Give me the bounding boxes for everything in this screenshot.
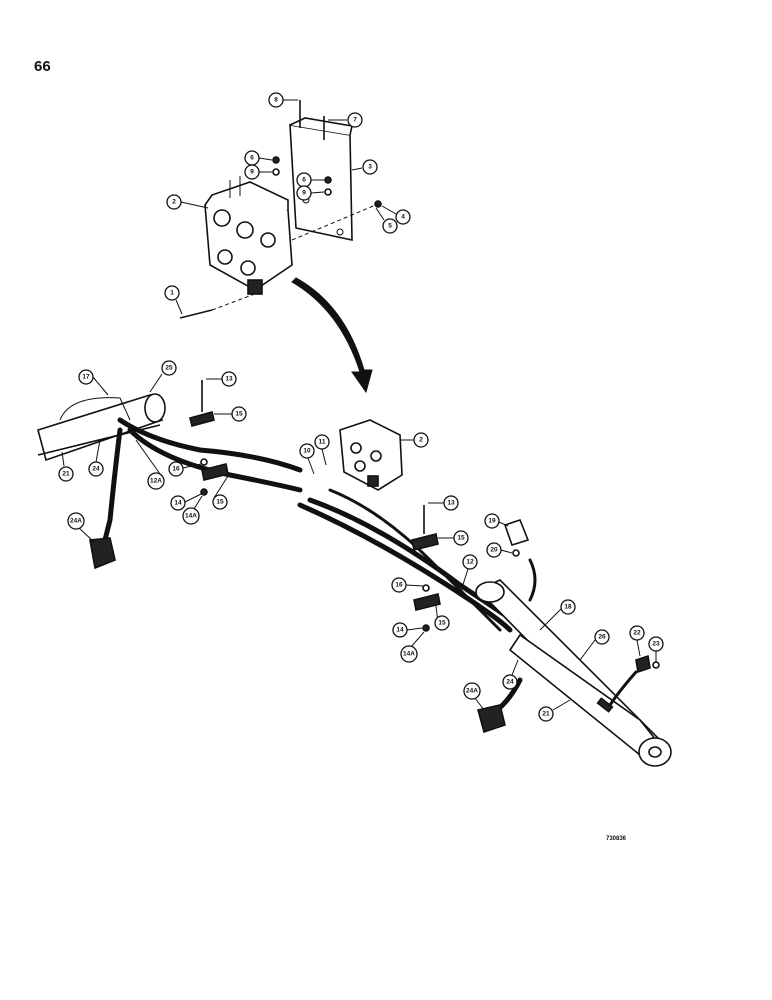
svg-text:26: 26 [598, 634, 606, 641]
callout-26: 26 [579, 629, 610, 661]
callout-15d: 15 [434, 605, 450, 631]
page-number: 66 [34, 58, 51, 75]
clamps [189, 380, 441, 632]
svg-text:18: 18 [564, 604, 572, 611]
callout-16a: 16 [168, 461, 202, 477]
callout-7: 7 [328, 112, 363, 128]
callout-13b: 13 [428, 495, 459, 511]
svg-text:9: 9 [302, 190, 306, 197]
callout-8: 8 [268, 92, 298, 108]
callout-2b: 2 [400, 432, 429, 448]
svg-text:9: 9 [250, 169, 254, 176]
fittings-right [503, 519, 660, 707]
svg-text:13: 13 [447, 500, 455, 507]
mounting-bracket [289, 117, 353, 241]
callout-3: 3 [351, 159, 378, 175]
svg-text:24A: 24A [466, 688, 478, 695]
svg-text:15: 15 [438, 620, 446, 627]
svg-text:2: 2 [172, 199, 176, 206]
callout-9b: 9 [296, 185, 325, 201]
right-cylinder [475, 579, 672, 767]
svg-text:12: 12 [466, 559, 474, 566]
callout-5: 5 [375, 207, 398, 234]
callout-13a: 13 [206, 371, 237, 387]
callout-24a: 24 [88, 439, 104, 477]
svg-text:10: 10 [303, 448, 311, 455]
hardware-upper [179, 100, 382, 319]
hose-right-24A [477, 677, 523, 734]
svg-text:20: 20 [490, 547, 498, 554]
svg-text:15: 15 [457, 535, 465, 542]
callout-15c: 15 [438, 530, 469, 546]
callout-24ab: 24A [463, 682, 485, 711]
hose-bundle [117, 417, 513, 633]
callout-23: 23 [648, 636, 664, 662]
svg-text:21: 21 [62, 471, 70, 478]
svg-text:6: 6 [250, 155, 254, 162]
callout-14b: 14 [392, 622, 423, 638]
svg-text:23: 23 [652, 641, 660, 648]
svg-text:17: 17 [82, 374, 90, 381]
svg-text:19: 19 [488, 518, 496, 525]
svg-text:15: 15 [216, 499, 224, 506]
svg-text:5: 5 [388, 223, 392, 230]
callout-24aa: 24A [67, 512, 95, 543]
svg-text:11: 11 [319, 439, 326, 446]
callout-21b: 21 [538, 699, 571, 722]
callout-16b: 16 [391, 577, 424, 593]
callout-12a: 12A [135, 439, 165, 490]
svg-text:12A: 12A [150, 478, 162, 485]
svg-text:14A: 14A [403, 651, 415, 658]
svg-text:24A: 24A [70, 518, 82, 525]
svg-text:22: 22 [633, 630, 641, 637]
callout-14aa: 14A [182, 495, 203, 525]
callout-9a: 9 [244, 164, 272, 180]
hose-left-24A [89, 427, 123, 570]
callout-6a: 6 [244, 150, 273, 166]
svg-text:1: 1 [170, 290, 174, 297]
svg-text:24: 24 [506, 679, 514, 686]
svg-text:2: 2 [419, 437, 423, 444]
callout-25: 25 [149, 360, 177, 393]
svg-text:8: 8 [274, 97, 278, 104]
callout-19: 19 [484, 513, 509, 529]
callout-20: 20 [486, 542, 513, 558]
callout-15a: 15 [214, 406, 247, 422]
callout-14a: 14 [170, 493, 202, 511]
svg-text:13: 13 [225, 376, 233, 383]
svg-text:16: 16 [172, 466, 180, 473]
svg-text:16: 16 [395, 582, 403, 589]
svg-text:6: 6 [302, 177, 306, 184]
callout-12: 12 [459, 554, 478, 595]
callout-14ab: 14A [400, 631, 425, 663]
callout-24b: 24 [502, 659, 519, 690]
callout-21a: 21 [58, 451, 74, 482]
svg-text:14: 14 [396, 627, 404, 634]
callout-15b: 15 [212, 475, 229, 510]
left-cylinder [37, 393, 166, 462]
svg-text:15: 15 [235, 411, 243, 418]
svg-text:21: 21 [542, 711, 550, 718]
figure-code: 730836 [606, 836, 627, 842]
callout-10: 10 [299, 443, 315, 475]
callout-11: 11 [314, 434, 330, 466]
svg-text:14A: 14A [185, 513, 197, 520]
control-valve-installed [339, 419, 403, 491]
svg-text:3: 3 [368, 164, 372, 171]
control-valve-exploded [204, 176, 293, 295]
direction-arrow [291, 277, 373, 394]
svg-text:14: 14 [174, 500, 182, 507]
callout-22: 22 [629, 625, 645, 657]
svg-text:4: 4 [401, 214, 405, 221]
callout-18: 18 [539, 599, 576, 631]
svg-text:24: 24 [92, 466, 100, 473]
callout-4: 4 [381, 205, 411, 225]
callout-2a: 2 [166, 194, 209, 210]
svg-text:7: 7 [353, 117, 357, 124]
callout-17: 17 [78, 369, 109, 396]
callout-1: 1 [164, 285, 183, 315]
svg-text:25: 25 [165, 365, 173, 372]
